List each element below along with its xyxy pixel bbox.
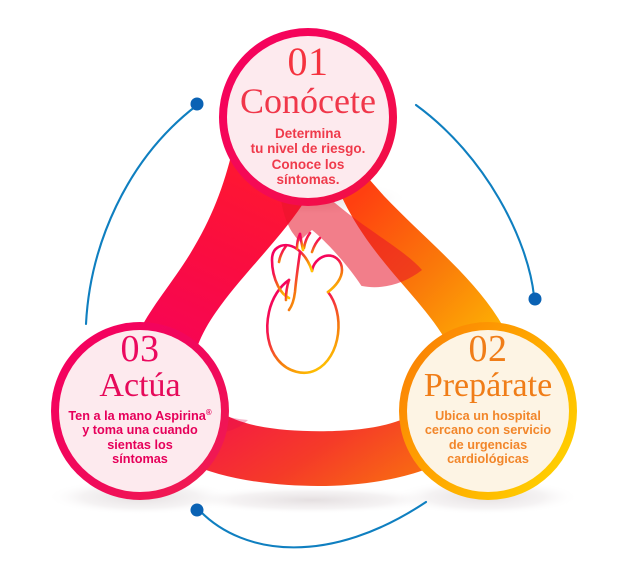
node-circle-01[interactable]: [219, 28, 397, 206]
arc-bottom-dot: [190, 503, 204, 517]
arc-left-dot: [190, 97, 204, 111]
center-white-shield: [244, 230, 380, 398]
connector-arcs: [84, 97, 542, 549]
anatomical-heart-icon: [266, 231, 344, 374]
arc-right-dot: [528, 292, 542, 306]
arm-left-to-right: [134, 390, 496, 486]
arc-right: [414, 103, 536, 298]
node-circle-03[interactable]: [51, 322, 229, 500]
arc-left: [84, 104, 198, 326]
arc-bottom: [198, 500, 428, 549]
node-circle-02[interactable]: [399, 322, 577, 500]
